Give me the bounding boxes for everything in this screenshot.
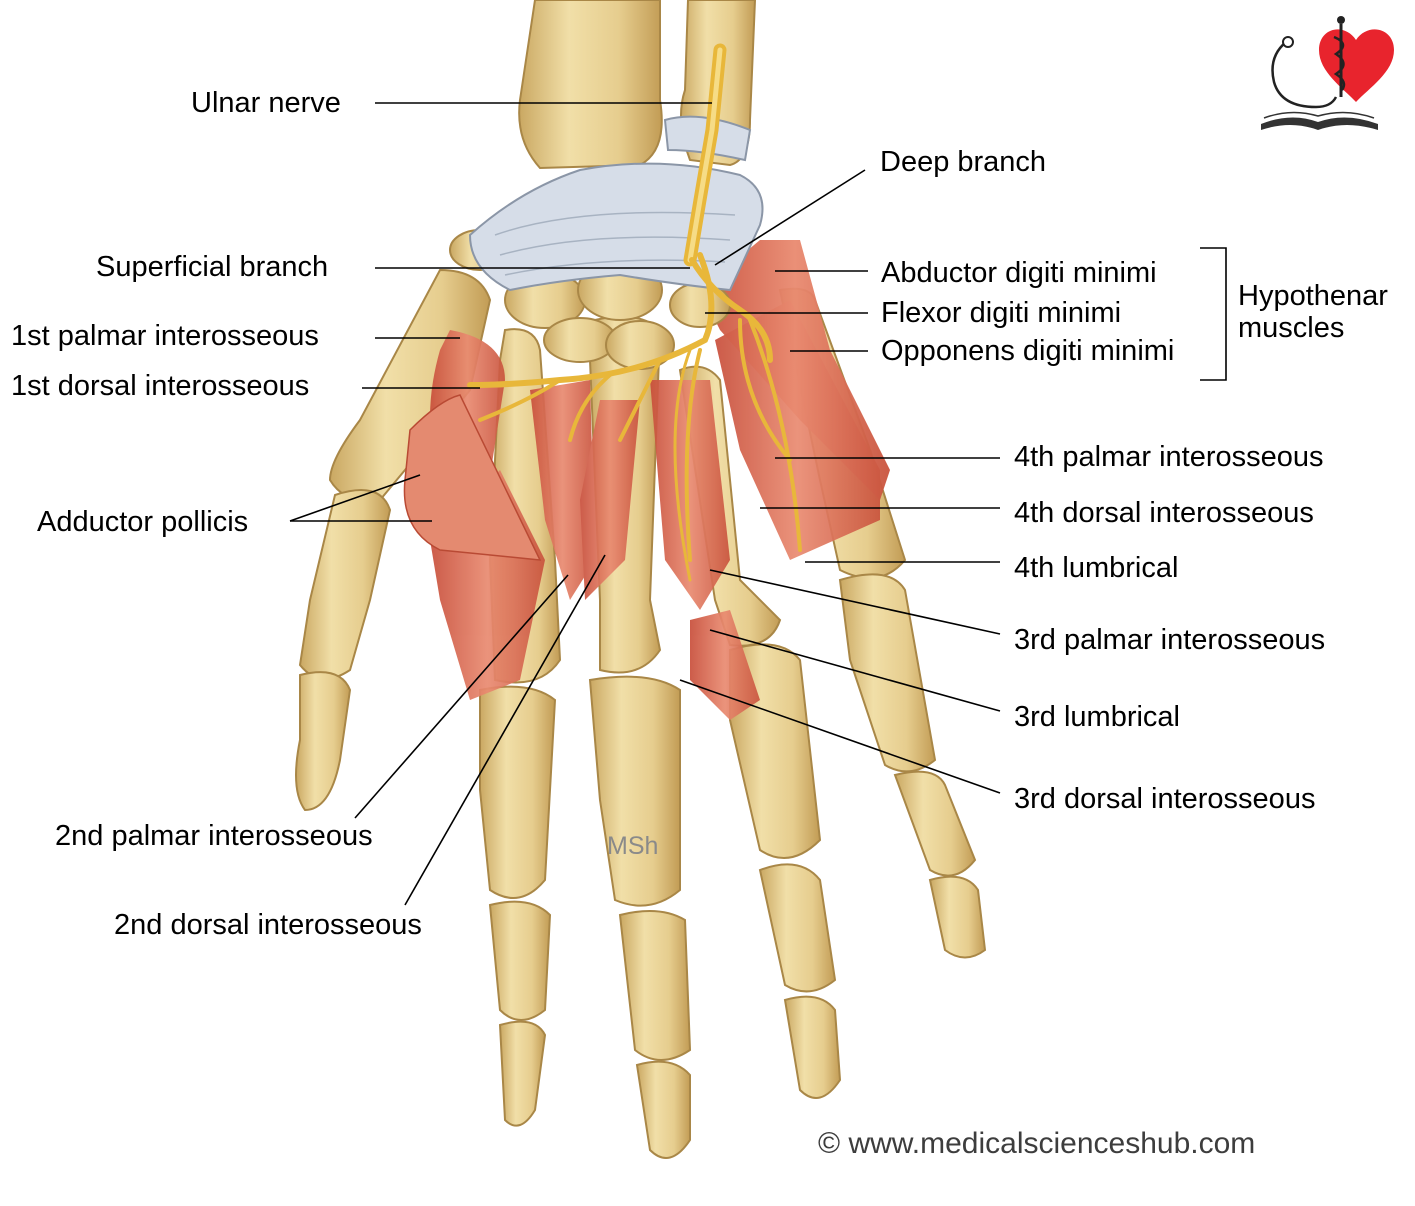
superficial-branch-label: Superficial branch (96, 251, 329, 283)
third-palmar-interosseous-label: 3rd palmar interosseous (1014, 624, 1326, 656)
thumb-bones (295, 268, 492, 812)
adductor-pollicis-muscle (403, 394, 542, 561)
ulnar-nerve-label: Ulnar nerve (191, 87, 341, 119)
fourth-dorsal-interosseous-label: 4th dorsal interosseous (1014, 497, 1314, 529)
fourth-lumbrical-label: 4th lumbrical (1014, 552, 1179, 584)
leader-lines (289, 102, 1227, 906)
deep-branch-label: Deep branch (880, 146, 1047, 178)
hypothenar-muscles-label: Hypothenar muscles (1238, 280, 1388, 344)
adductor-pollicis-label: Adductor pollicis (37, 506, 249, 538)
third-dorsal-interosseous-label: 3rd dorsal interosseous (1014, 783, 1316, 815)
watermark: MSh (607, 832, 659, 860)
flexor-retinaculum (468, 162, 764, 292)
copyright-link[interactable]: © www.medicalscienceshub.com (818, 1127, 1256, 1160)
opponens-digiti-minimi-label: Opponens digiti minimi (881, 335, 1175, 367)
second-palmar-interosseous-label: 2nd palmar interosseous (55, 820, 373, 852)
fourth-palmar-interosseous-label: 4th palmar interosseous (1014, 441, 1324, 473)
radius-bone (518, 0, 663, 170)
abductor-digiti-minimi-label: Abductor digiti minimi (881, 257, 1157, 289)
first-palmar-interosseous-label: 1st palmar interosseous (11, 320, 319, 352)
flexor-digiti-minimi-label: Flexor digiti minimi (881, 297, 1122, 329)
hypothenar-muscles (700, 240, 890, 500)
first-dorsal-interosseous-label: 1st dorsal interosseous (11, 370, 310, 402)
second-dorsal-interosseous-label: 2nd dorsal interosseous (114, 909, 422, 941)
heart-stethoscope-book-icon (1261, 16, 1394, 130)
third-lumbrical-label: 3rd lumbrical (1014, 701, 1180, 733)
ulnar-nerve (467, 43, 802, 582)
